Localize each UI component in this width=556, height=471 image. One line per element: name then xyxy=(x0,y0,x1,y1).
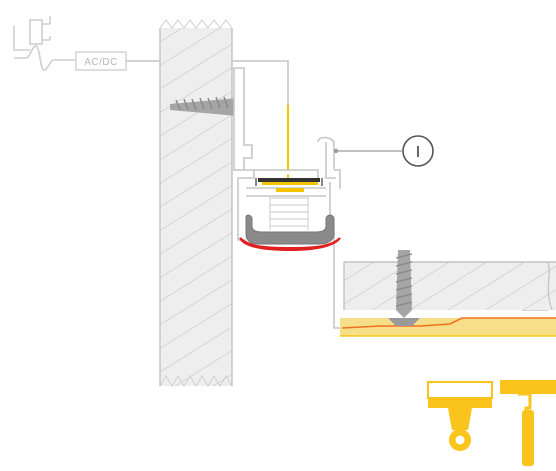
ac-dc-converter: AC/DC xyxy=(75,51,127,71)
callout-label: I xyxy=(416,144,420,161)
ceiling-board xyxy=(343,261,556,311)
paint-roller-icon xyxy=(500,380,556,466)
red-lens xyxy=(239,237,341,252)
led-strip xyxy=(255,178,323,192)
power-plug-icon xyxy=(13,16,51,51)
diffuser xyxy=(239,214,341,252)
heat-fins xyxy=(269,196,309,230)
converter-label: AC/DC xyxy=(84,57,118,68)
putty-knife-icon xyxy=(427,381,493,451)
ac-sine-wave-icon xyxy=(14,45,76,71)
callout-marker: I xyxy=(333,135,434,167)
wall xyxy=(159,19,233,387)
plaster-layer xyxy=(340,317,556,337)
seam-line xyxy=(341,317,556,329)
ceiling-screw xyxy=(388,250,420,326)
